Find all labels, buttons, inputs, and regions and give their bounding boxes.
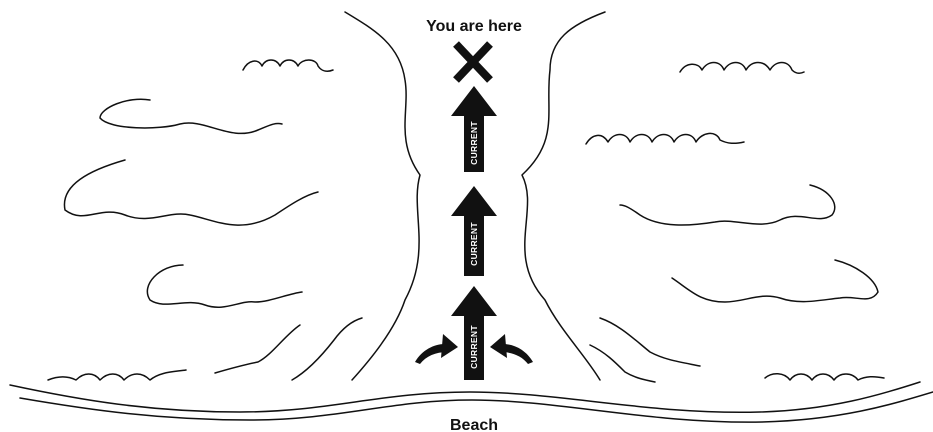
- current-arrow-bottom-label: CURRENT: [469, 325, 479, 369]
- current-arrow-top-label: CURRENT: [469, 121, 479, 165]
- beach-label: Beach: [450, 417, 498, 432]
- current-arrow-top: CURRENT: [451, 86, 497, 172]
- current-arrow-middle: CURRENT: [451, 186, 497, 276]
- channel-left-bank: [345, 12, 420, 380]
- current-arrow-middle-label: CURRENT: [469, 222, 479, 266]
- you-are-here-label: You are here: [426, 18, 522, 35]
- x-marker-icon: [456, 44, 490, 80]
- channel-right-bank: [522, 12, 605, 380]
- converging-arrow-left-icon: [415, 334, 458, 364]
- left-waves: [48, 60, 362, 380]
- converging-arrow-right-icon: [490, 334, 533, 364]
- right-waves: [586, 63, 884, 383]
- current-arrow-bottom: CURRENT: [451, 286, 497, 380]
